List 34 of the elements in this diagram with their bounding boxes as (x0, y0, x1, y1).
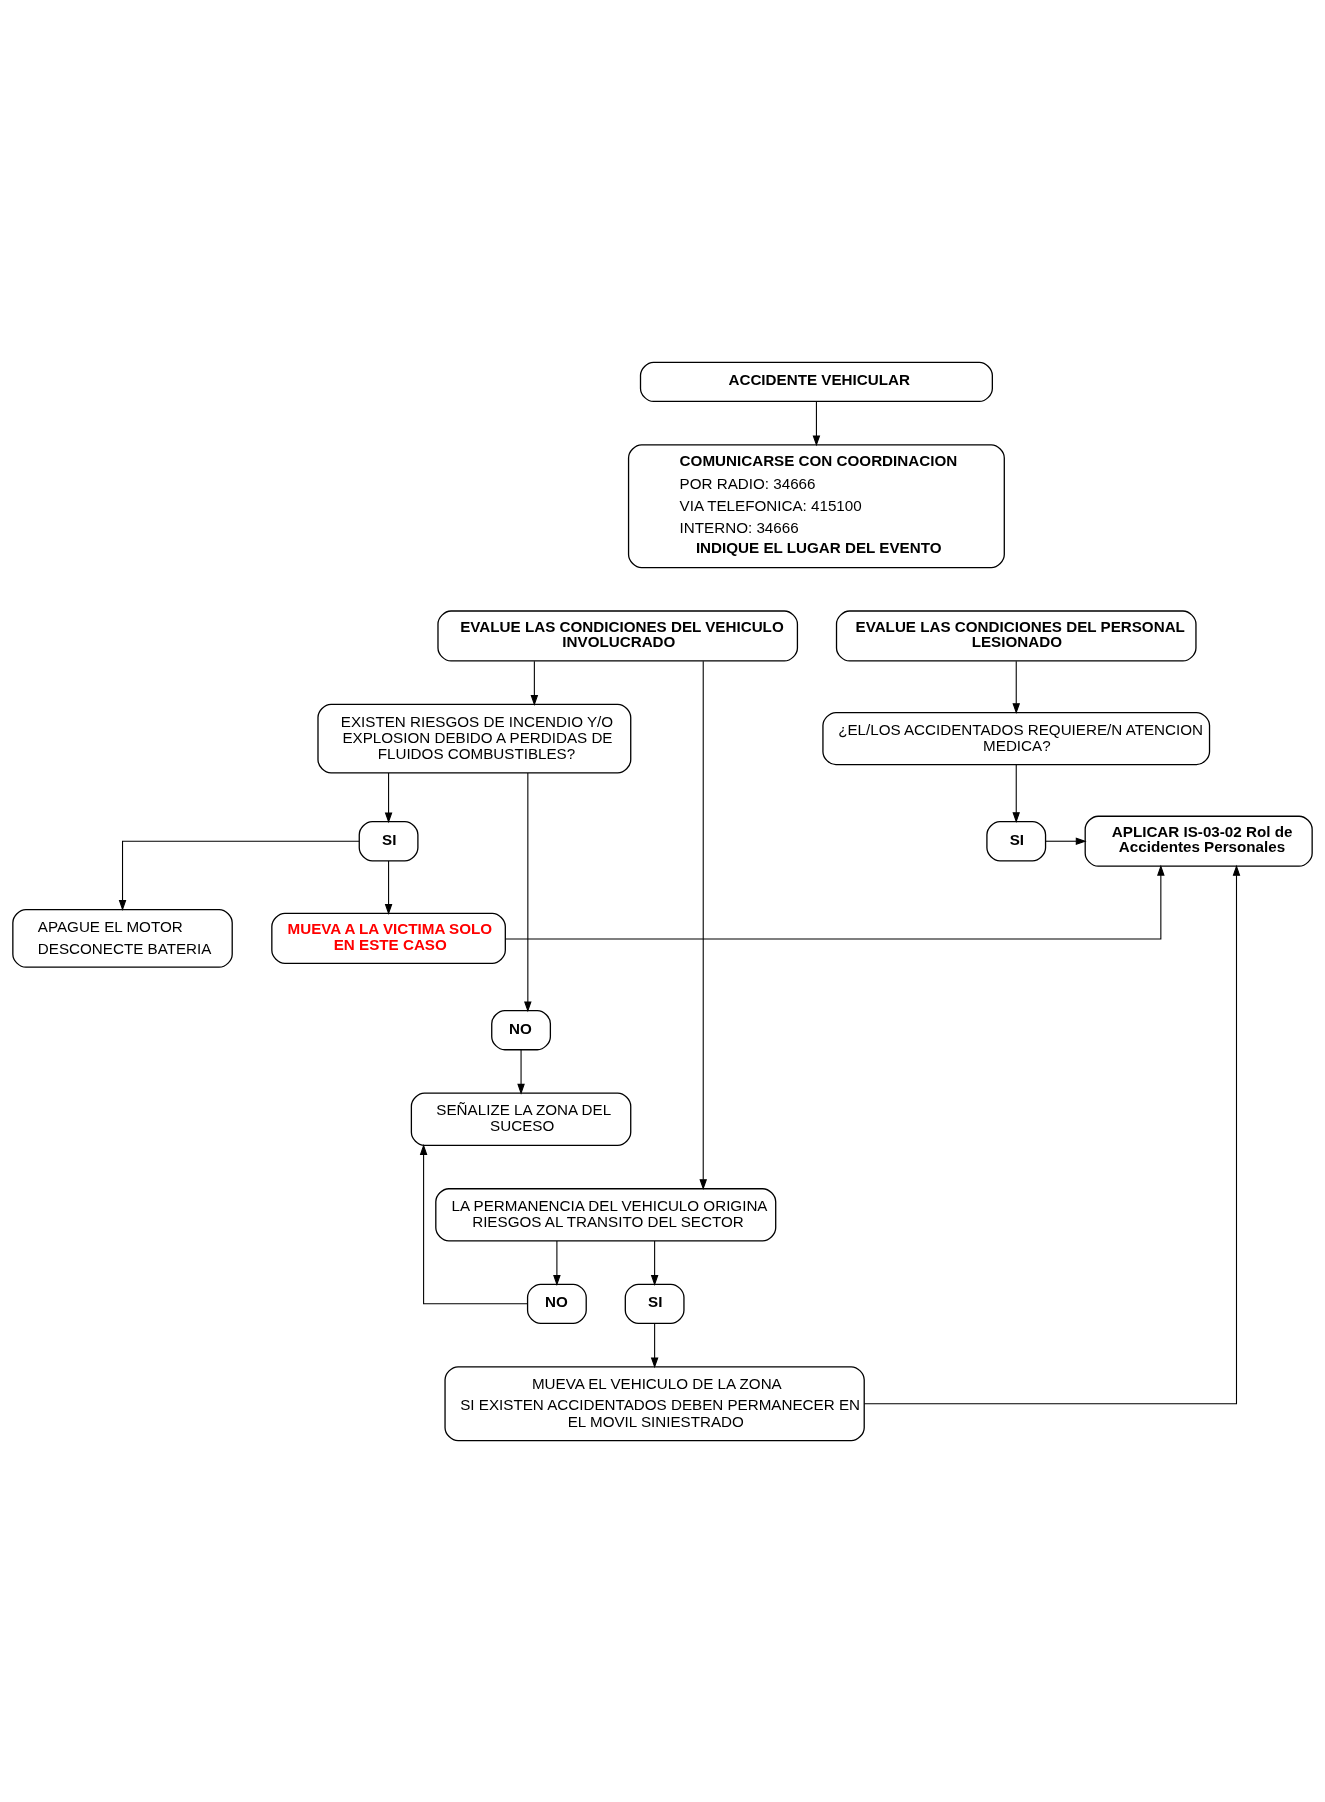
node-box: ACCIDENTE VEHICULAR (639, 361, 993, 402)
node-box: LA PERMANENCIA DEL VEHICULO ORIGINA RIESGOS AL TRANSITO DEL SECTOR (435, 1187, 777, 1241)
arrow (118, 840, 360, 911)
node-box: SI (358, 820, 419, 861)
arrow (699, 660, 708, 1190)
arrow (384, 772, 393, 823)
arrow (863, 864, 1241, 1404)
node-box: SI (986, 820, 1047, 861)
node-box: SEÑALIZE LA ZONA DEL SUCESO (410, 1092, 632, 1146)
arrow (517, 1048, 525, 1095)
arrow (1045, 836, 1087, 845)
node-box: EVALUE LAS CONDICIONES DEL VEHICULO INVOLUCRADO (437, 609, 799, 662)
arrow (384, 859, 393, 915)
node-box: NO (526, 1283, 587, 1324)
node-box: APLICAR IS-03-02 Rol de Accidentes Personales (1084, 815, 1313, 867)
arrow (504, 864, 1165, 939)
arrow (1012, 660, 1021, 714)
node-box: EXISTEN RIESGOS DE INCENDIO Y/O EXPLOSION DEBIDO A PERDIDAS DE FLUIDOS COMBUSTIBLES? (317, 703, 632, 773)
arrow (812, 400, 821, 446)
arrow (1012, 764, 1021, 823)
node-box: EVALUE LAS CONDICIONES DEL PERSONAL LESIONADO (835, 609, 1197, 662)
node-box: COMUNICARSE CON COORDINACION POR RADIO: 34666 VIA TELEFONICA: 415100 INTERNO: 34666 INDIQUE EL LUGAR DEL EVENTO (627, 443, 1005, 568)
node-box: NO (491, 1009, 552, 1050)
node-box: APAGUE EL MOTOR DESCONECTE BATERIA (12, 908, 233, 968)
arrow (553, 1239, 561, 1286)
node-box: MUEVA EL VEHICULO DE LA ZONA SI EXISTEN ACCIDENTADOS DEBEN PERMANECER EN EL MOVIL SINIESTRADO (444, 1365, 865, 1441)
arrow (530, 660, 539, 706)
node-box: MUEVA A LA VICTIMA SOLO EN ESTE CASO (271, 912, 506, 964)
node-box: SI (624, 1283, 685, 1324)
node-box: ¿EL/LOS ACCIDENTADOS REQUIERE/N ATENCION MEDICA? (822, 711, 1211, 765)
arrow (419, 1143, 528, 1304)
arrow (650, 1322, 659, 1368)
arrow (524, 771, 532, 1012)
arrow (650, 1239, 659, 1286)
